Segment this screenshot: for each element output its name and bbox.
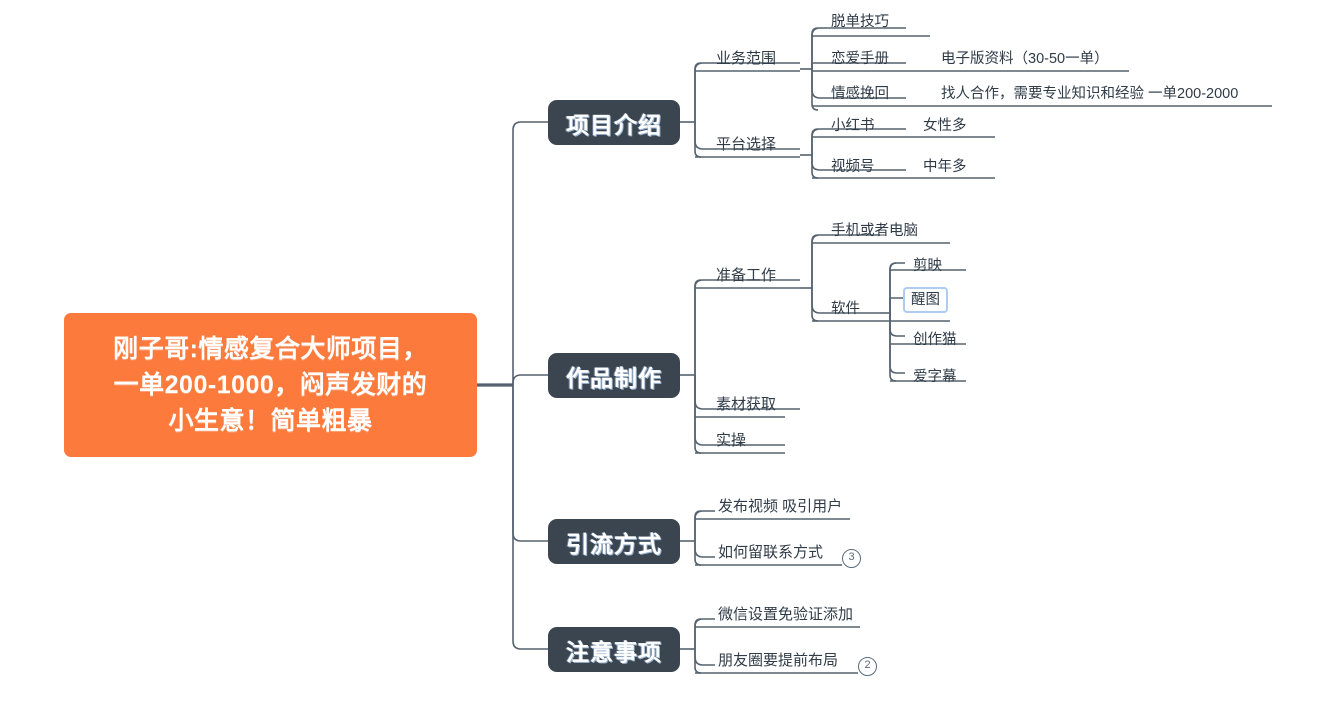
sub-topic-leave-contact[interactable]: 如何留联系方式 bbox=[718, 544, 824, 561]
sub-topic-love-handbook[interactable]: 恋爱手册 bbox=[831, 51, 889, 67]
main-topic-label: 注意事项 bbox=[566, 638, 662, 665]
wire-to-preparation bbox=[694, 279, 800, 375]
sub-topic-platform-choice[interactable]: 平台选择 bbox=[716, 136, 777, 153]
sub-topic-xiaohongshu[interactable]: 小红书 bbox=[831, 118, 875, 134]
note-love-handbook: 电子版资料（30-50一单） bbox=[941, 51, 1109, 67]
sub-topic-phone-or-computer[interactable]: 手机或者电脑 bbox=[831, 223, 918, 239]
sub-topic-wechat-no-verify[interactable]: 微信设置免验证添加 bbox=[718, 606, 854, 623]
root-label-line2: 一单200-1000，闷声发财的 bbox=[113, 371, 428, 399]
main-topic-traffic-method[interactable]: 引流方式 bbox=[548, 519, 680, 564]
bracket-project-intro bbox=[694, 62, 702, 158]
wire-to-xingtu bbox=[889, 297, 903, 313]
sub-topic-moments-layout[interactable]: 朋友圈要提前布局 bbox=[718, 652, 839, 669]
main-topic-notes[interactable]: 注意事项 bbox=[548, 627, 680, 672]
collapsed-count-badge-moments-layout[interactable]: 2 bbox=[858, 657, 877, 676]
main-topic-label: 项目介绍 bbox=[566, 111, 662, 138]
wire-to-chuangzuomao bbox=[889, 313, 905, 337]
wire-to-wechat bbox=[694, 618, 715, 649]
sub-topic-practice[interactable]: 实操 bbox=[716, 432, 747, 449]
main-topic-work-production[interactable]: 作品制作 bbox=[548, 353, 680, 398]
main-topic-label: 作品制作 bbox=[566, 364, 662, 391]
wire-to-notes bbox=[512, 385, 548, 650]
bracket-platform-choice bbox=[811, 128, 819, 179]
main-topic-label: 引流方式 bbox=[566, 530, 662, 557]
collapsed-count-badge-leave-contact[interactable]: 3 bbox=[842, 549, 861, 568]
sub-topic-material-acquisition[interactable]: 素材获取 bbox=[716, 396, 777, 413]
sub-topic-preparation[interactable]: 准备工作 bbox=[716, 267, 777, 284]
sub-topic-jianying[interactable]: 剪映 bbox=[913, 258, 942, 274]
wire-to-phone-computer bbox=[811, 234, 880, 288]
bracket-business-scope bbox=[811, 27, 819, 111]
sub-topic-emotion-recovery[interactable]: 情感挽回 bbox=[831, 86, 889, 102]
wire-to-leave-contact bbox=[694, 541, 715, 558]
note-xiaohongshu: 女性多 bbox=[923, 118, 967, 134]
main-topic-project-intro[interactable]: 项目介绍 bbox=[548, 100, 680, 145]
note-shipinhao: 中年多 bbox=[923, 159, 967, 175]
root-node[interactable]: 刚子哥:情感复合大师项目， 一单200-1000，闷声发财的 小生意！简单粗暴 bbox=[64, 313, 477, 457]
sub-topic-shipinhao[interactable]: 视频号 bbox=[831, 159, 875, 175]
note-emotion-recovery: 找人合作，需要专业知识和经验 一单200-2000 bbox=[941, 86, 1239, 102]
bracket-preparation bbox=[811, 234, 819, 322]
bracket-traffic-method bbox=[694, 510, 702, 566]
bracket-software bbox=[889, 262, 897, 382]
root-label-line1: 刚子哥:情感复合大师项目， bbox=[113, 335, 428, 363]
wire-to-aizimu bbox=[889, 313, 905, 374]
wire-to-work-production bbox=[512, 374, 548, 385]
sub-topic-aizimu[interactable]: 爱字幕 bbox=[913, 369, 957, 385]
bracket-notes bbox=[694, 618, 702, 674]
wire-to-business-scope bbox=[694, 62, 800, 122]
sub-topic-xingtu[interactable]: 醒图 bbox=[903, 287, 948, 313]
sub-topic-software[interactable]: 软件 bbox=[831, 301, 860, 317]
sub-topic-business-scope[interactable]: 业务范围 bbox=[716, 50, 777, 67]
wire-to-traffic-method bbox=[512, 385, 548, 542]
wire-to-moments bbox=[694, 649, 715, 666]
root-label-line3: 小生意！简单粗暴 bbox=[168, 407, 373, 435]
sub-topic-chuangzuomao[interactable]: 创作猫 bbox=[913, 332, 957, 348]
sub-topic-publish-video[interactable]: 发布视频 吸引用户 bbox=[718, 498, 843, 515]
sub-topic-dating-skills[interactable]: 脱单技巧 bbox=[831, 14, 889, 30]
wire-to-publish-video bbox=[694, 510, 715, 541]
bracket-work-production bbox=[694, 279, 702, 454]
wire-to-project-intro bbox=[512, 121, 548, 385]
